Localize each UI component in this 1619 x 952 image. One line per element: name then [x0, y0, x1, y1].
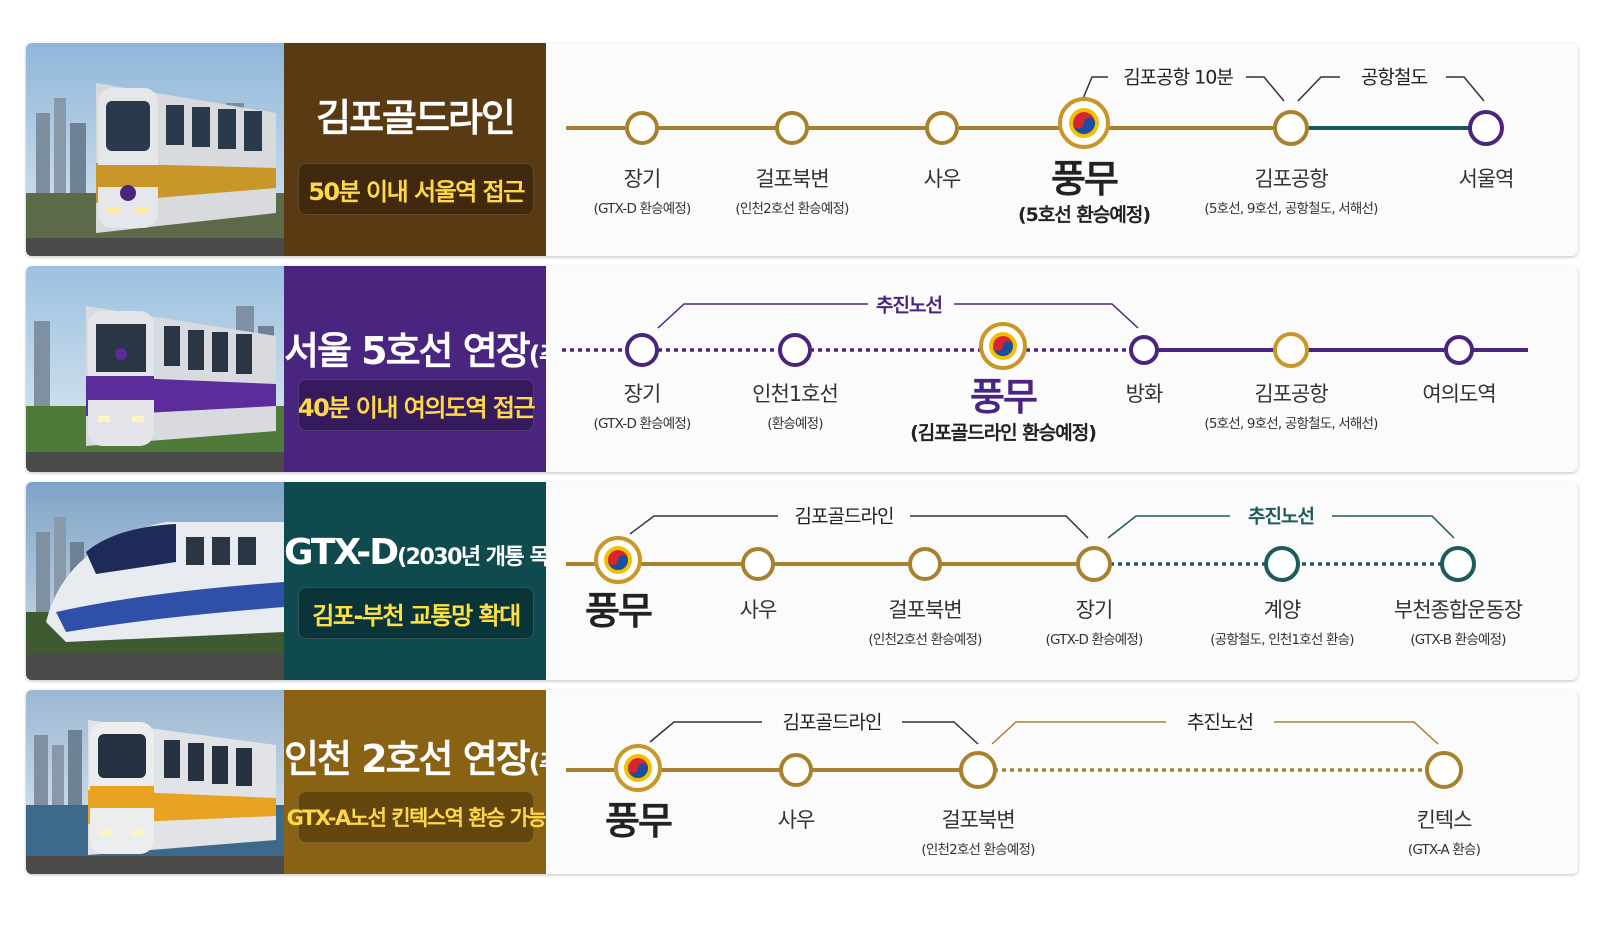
- station-marker: [775, 111, 809, 145]
- route-map: 김포공항 10분 공항철도 장기(GTX-D 환승예정) 걸포북변(인천2호선 …: [546, 43, 1578, 256]
- route-title: 김포골드라인: [316, 96, 516, 140]
- station-label: 장기(GTX-D 환승예정): [593, 382, 692, 432]
- station-label: 사우: [739, 598, 778, 622]
- train-photo: [26, 266, 284, 472]
- station-marker: [741, 547, 775, 581]
- pungmu-emblem-icon: [614, 744, 662, 792]
- pungmu-emblem-icon: [594, 536, 642, 584]
- title-panel: 김포골드라인 50분 이내 서울역 접근: [284, 43, 546, 256]
- station-marker: [959, 751, 997, 789]
- station-label-highlight: 풍무: [585, 589, 653, 633]
- route-subtitle: 김포-부천 교통망 확대: [298, 587, 534, 639]
- station-marker: [1129, 335, 1159, 365]
- station-label: 장기(GTX-D 환승예정): [1045, 598, 1144, 648]
- station-label-highlight: 풍무(김포골드라인 환승예정): [910, 375, 1097, 444]
- pungmu-emblem-icon: [1058, 97, 1110, 149]
- train-photo: [26, 43, 284, 256]
- station-label: 사우: [777, 808, 816, 832]
- route-subtitle: 50분 이내 서울역 접근: [298, 163, 534, 215]
- route-map: 김포골드라인 추진노선 풍무 사우 걸포북변(인천2호선 환승예정) 장기(GT…: [546, 482, 1578, 680]
- station-marker: [1273, 110, 1309, 146]
- route-row-gimpo-gold-line: 김포골드라인 50분 이내 서울역 접근 김포공항 10분 공항철도 장기(GT…: [26, 43, 1578, 256]
- station-marker: [779, 753, 813, 787]
- bracket-label: 김포골드라인: [786, 501, 902, 529]
- bracket-label: 김포골드라인: [774, 707, 890, 735]
- station-label: 김포공항(5호선, 9호선, 공항철도, 서해선): [1204, 167, 1378, 217]
- route-title: GTX-D(2030년 개통 목표): [284, 532, 577, 573]
- route-row-incheon-line2-extension: 인천 2호선 연장(추진) GTX-A노선 킨텍스역 환승 가능 김포골드라인 …: [26, 690, 1578, 874]
- station-label: 걸포북변(인천2호선 환승예정): [868, 598, 982, 648]
- station-label: 장기(GTX-D 환승예정): [593, 167, 692, 217]
- bracket-label: 추진노선: [868, 290, 950, 318]
- station-marker: [1444, 335, 1474, 365]
- station-label: 킨텍스(GTX-A 환승): [1407, 808, 1481, 858]
- pungmu-emblem-icon: [979, 322, 1027, 370]
- route-row-seoul-line5-extension: 서울 5호선 연장(추진) 40분 이내 여의도역 접근 추진노선 장기(GTX…: [26, 266, 1578, 472]
- station-label: 계양(공항철도, 인천1호선 환승): [1210, 598, 1354, 648]
- station-label-highlight: 풍무(5호선 환승예정): [1017, 157, 1151, 226]
- station-label-highlight: 풍무: [605, 799, 673, 843]
- route-map: 김포골드라인 추진노선 풍무 사우 걸포북변(인천2호선 환승예정) 킨텍스(G…: [546, 690, 1578, 874]
- station-marker: [1440, 546, 1476, 582]
- bracket-label: 추진노선: [1179, 707, 1261, 735]
- station-label: 인천1호선(환승예정): [752, 382, 839, 432]
- route-subtitle: 40분 이내 여의도역 접근: [298, 379, 536, 431]
- station-marker: [1076, 546, 1112, 582]
- station-label: 여의도역: [1422, 382, 1496, 406]
- train-photo: [26, 482, 284, 680]
- bracket-label: 추진노선: [1240, 501, 1322, 529]
- station-label: 걸포북변(인천2호선 환승예정): [735, 167, 849, 217]
- station-label: 방화: [1125, 382, 1164, 406]
- station-marker: [778, 333, 812, 367]
- station-marker: [1264, 546, 1300, 582]
- station-label: 사우: [923, 167, 962, 191]
- station-marker: [1468, 110, 1504, 146]
- station-label: 걸포북변(인천2호선 환승예정): [921, 808, 1035, 858]
- bracket-label: 김포공항 10분: [1115, 62, 1241, 90]
- title-panel: 인천 2호선 연장(추진) GTX-A노선 킨텍스역 환승 가능: [284, 690, 596, 874]
- station-label: 서울역: [1458, 167, 1515, 191]
- station-marker: [1273, 332, 1309, 368]
- station-marker: [1425, 751, 1463, 789]
- station-marker: [625, 333, 659, 367]
- route-row-gtx-d: GTX-D(2030년 개통 목표) 김포-부천 교통망 확대 김포골드라인 추…: [26, 482, 1578, 680]
- route-title: 인천 2호선 연장(추진): [284, 737, 596, 781]
- title-panel: 서울 5호선 연장(추진) 40분 이내 여의도역 접근: [284, 266, 596, 472]
- route-map: 추진노선 장기(GTX-D 환승예정) 인천1호선(환승예정) 풍무(김포골드라…: [546, 266, 1578, 472]
- station-label: 김포공항(5호선, 9호선, 공항철도, 서해선): [1204, 382, 1378, 432]
- title-panel: GTX-D(2030년 개통 목표) 김포-부천 교통망 확대: [284, 482, 577, 680]
- train-photo: [26, 690, 284, 874]
- route-title: 서울 5호선 연장(추진): [284, 329, 596, 373]
- route-subtitle: GTX-A노선 킨텍스역 환승 가능: [287, 791, 547, 843]
- station-marker: [908, 547, 942, 581]
- station-marker: [925, 111, 959, 145]
- station-marker: [625, 111, 659, 145]
- station-label: 부천종합운동장(GTX-B 환승예정): [1393, 598, 1523, 648]
- bracket-label: 공항철도: [1353, 62, 1435, 90]
